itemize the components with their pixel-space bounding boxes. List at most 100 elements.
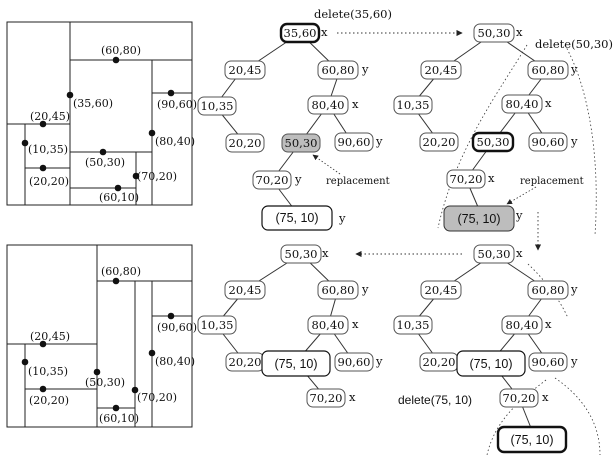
tree-node [456,350,526,377]
tree-node [501,315,543,335]
point-label: (70,20) [137,170,177,183]
tree-node [393,95,433,115]
split-axis: y [338,211,346,225]
point-label: (20,20) [29,175,69,188]
tree-node [197,315,237,335]
node-label: 50,30 [477,135,510,149]
split-axis: x [321,25,328,39]
split-axis: y [361,282,369,296]
point-label: (20,45) [30,330,70,343]
split-axis: x [545,317,552,331]
node-label: 20,45 [425,63,458,77]
split-axis: y [294,172,302,186]
tree-node [307,95,349,115]
subtree-outline [564,44,597,236]
tree-node [317,280,359,300]
tree-node [261,205,333,231]
operation-label: delete(75, 10) [398,393,472,407]
tree-node [334,132,374,152]
split-axis: x [349,390,356,404]
point-marker [99,148,107,156]
node-label: 35,60 [284,26,317,40]
point-marker [148,129,156,137]
node-label: (75, 10) [274,357,317,371]
space-border [6,21,193,206]
space-partition-bottom: (60,80) (90,60) (20,45) (80,40) (10,35) … [6,244,197,428]
node-label: 80,40 [312,98,345,112]
tree-node [334,352,374,372]
point-marker [39,164,47,172]
node-label: 20,45 [229,63,262,77]
split-axis: x [542,390,549,404]
tree-node [252,170,292,190]
tree-node [528,352,568,372]
point-label: (60,80) [101,44,141,57]
node-label: 80,40 [312,318,345,332]
node-label: 80,40 [506,97,539,111]
tree-node [473,244,515,264]
subtree-outline [486,379,547,456]
node-label: 50,30 [478,247,511,261]
split-axis: y [570,282,578,296]
node-label: 20,20 [423,135,456,149]
point-marker [112,404,120,412]
subtree-outline [554,377,601,456]
tree-node [224,280,266,300]
tree-node-deleted [279,22,321,44]
node-label: 90,60 [338,355,371,369]
split-axis: x [352,97,359,111]
node-label: 90,60 [532,135,565,149]
split-axis: y [570,134,578,148]
node-label: (75, 10) [275,211,318,225]
tree-node-replacement [281,133,321,153]
operation-label: delete(50,30) [535,37,613,51]
point-label: (20,45) [30,110,70,123]
point-marker [66,91,74,99]
node-label: 90,60 [532,355,565,369]
node-label: 70,20 [503,391,536,405]
tree-1: delete(35,60) 35,60 x 20,45 60,80 y 10,3… [197,7,392,231]
tree-node [446,169,486,189]
node-label: 20,20 [229,355,262,369]
space-partition-top: (60,80) (35,60) (90,60) (20,45) (80,40) … [6,21,197,206]
node-label: 20,45 [425,283,458,297]
split-axis: y [361,62,369,76]
point-marker [21,358,29,366]
tree-node [527,60,569,80]
tree-3: 50,30 x 20,45 60,80 y 10,35 80,40 x 20,2… [197,244,383,408]
point-label: (80,40) [155,135,195,148]
point-marker [112,277,120,285]
point-marker [93,368,101,376]
split-axis: x [545,96,552,110]
node-label: 60,80 [322,63,355,77]
point-label: (90,60) [157,321,197,334]
node-label: 20,20 [423,355,456,369]
replacement-annotation: replacement [326,176,390,187]
tree-node-replacement [443,205,515,232]
tree-node [393,315,433,335]
node-label: 70,20 [256,173,289,187]
split-axis: y [375,134,383,148]
tree-node [473,23,515,43]
node-label: 90,60 [338,135,371,149]
point-marker [131,386,139,394]
split-axis: y [515,208,523,222]
node-label: 20,45 [229,283,262,297]
point-marker [132,172,140,180]
tree-node [527,280,569,300]
point-label: (50,30) [85,156,125,169]
split-axis: x [352,317,359,331]
split-axis: x [516,246,523,260]
point-label: (80,40) [155,355,195,368]
node-label: 10,35 [397,98,430,112]
space-border [6,244,193,428]
node-label: 60,80 [532,283,565,297]
point-label: (60,80) [101,265,141,278]
node-label: 50,30 [285,136,318,150]
point-label: (90,60) [157,98,197,111]
node-label: (75, 10) [457,212,500,226]
node-label: 70,20 [310,391,343,405]
tree-node [306,388,346,408]
point-marker [114,184,122,192]
